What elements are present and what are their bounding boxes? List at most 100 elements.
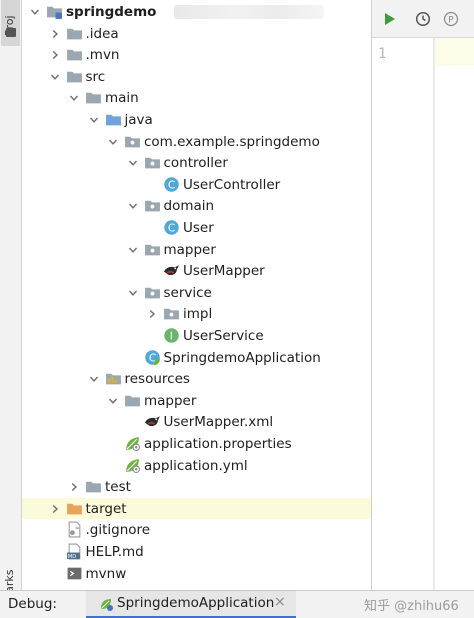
redacted-path [174, 5, 324, 19]
chevron-down-icon[interactable] [107, 136, 119, 148]
tree-item-label: mapper [163, 241, 216, 258]
tree-item-userservice[interactable]: I UserService [22, 325, 371, 347]
debug-session-tab[interactable]: SpringdemoApplication × [86, 591, 296, 618]
gitignore-file-icon [66, 521, 83, 538]
editor-toolbar: P [372, 0, 474, 38]
chevron-down-icon[interactable] [127, 287, 139, 299]
package-icon [144, 284, 161, 301]
tree-item-label: .mvn [85, 47, 120, 64]
chevron-right-icon[interactable] [49, 28, 61, 40]
tree-item-label: main [105, 90, 139, 107]
chevron-down-icon[interactable] [88, 114, 100, 126]
excluded-folder-icon [66, 500, 83, 517]
folder-icon [66, 46, 83, 63]
tree-item-service[interactable]: service [22, 282, 371, 304]
gutter-separator [434, 38, 435, 590]
chevron-down-icon[interactable] [68, 92, 80, 104]
tree-item-user[interactable]: C User [22, 217, 371, 239]
tree-item-idea[interactable]: .idea [22, 23, 371, 45]
tree-item-target[interactable]: target [22, 497, 371, 520]
source-folder-icon [105, 111, 122, 128]
tree-item-label: controller [163, 155, 228, 172]
tree-item-label: domain [163, 198, 215, 215]
mybatis-bird-icon [163, 262, 180, 279]
chevron-right-icon[interactable] [68, 481, 80, 493]
tree-item-java[interactable]: java [22, 109, 371, 131]
tree-item-label: target [85, 500, 127, 517]
chevron-down-icon[interactable] [127, 157, 139, 169]
svg-text:I: I [170, 330, 173, 343]
tree-item-main[interactable]: main [22, 87, 371, 109]
tree-item-domain[interactable]: domain [22, 195, 371, 217]
tree-item-com-example-springdemo[interactable]: com.example.springdemo [22, 131, 371, 153]
spring-boot-run-icon [98, 596, 114, 612]
project-tree: springdemo .idea .mvn src main java com.exampl… [22, 0, 371, 590]
tree-item-application-yml[interactable]: application.yml [22, 455, 371, 477]
tree-item-help-md[interactable]: MD HELP.md [22, 541, 371, 563]
tree-item-label: com.example.springdemo [144, 133, 320, 150]
tree-item-controller[interactable]: controller [22, 152, 371, 174]
tree-item-label: resources [124, 371, 190, 388]
tree-item-resources[interactable]: resources [22, 368, 371, 390]
chevron-right-icon[interactable] [49, 49, 61, 61]
panel-divider[interactable] [371, 0, 372, 590]
tree-item-label: User [183, 220, 214, 236]
tree-item-label: mvnw [85, 565, 127, 582]
tree-item-mapper[interactable]: mapper [22, 390, 371, 412]
tree-item-label: java [124, 112, 153, 128]
history-clock-icon[interactable] [414, 10, 432, 28]
spring-boot-class-icon: C [144, 349, 161, 366]
spring-leaf-icon [124, 435, 141, 452]
tree-item-mapper[interactable]: mapper [22, 239, 371, 261]
chevron-down-icon[interactable] [49, 71, 61, 83]
chevron-down-icon[interactable] [29, 6, 41, 18]
package-icon [144, 241, 161, 258]
tree-item-label: SpringdemoApplication [163, 349, 321, 366]
package-icon [124, 133, 141, 150]
folder-icon [85, 89, 102, 106]
preview-p-icon[interactable]: P [442, 10, 460, 28]
tree-item-label: UserController [183, 176, 281, 193]
debug-toolbar: Debug: SpringdemoApplication × 知乎 @zhihu… [0, 590, 474, 618]
tree-item-usermapper-xml[interactable]: UserMapper.xml [22, 411, 371, 433]
class-icon: C [163, 176, 180, 193]
project-tool-tab[interactable]: Proj [1, 0, 20, 46]
svg-text:C: C [168, 222, 175, 235]
tree-item-gitignore[interactable]: .gitignore [22, 519, 371, 541]
tree-item-springdemo[interactable]: springdemo [22, 1, 371, 23]
tree-item-usermapper[interactable]: UserMapper [22, 260, 371, 282]
chevron-down-icon[interactable] [88, 373, 100, 385]
tree-item-label: HELP.md [85, 544, 144, 560]
chevron-down-icon[interactable] [127, 244, 139, 256]
tree-item-mvn[interactable]: .mvn [22, 44, 371, 66]
run-icon[interactable] [380, 10, 398, 28]
tree-item-label: UserMapper.xml [163, 414, 274, 431]
package-icon [144, 197, 161, 214]
line-number: 1 [378, 46, 387, 62]
svg-text:C: C [168, 178, 175, 191]
tree-item-mvnw[interactable]: mvnw [22, 563, 371, 585]
svg-text:MD: MD [67, 554, 76, 560]
tree-item-label: springdemo [66, 4, 157, 20]
tree-item-usercontroller[interactable]: C UserController [22, 174, 371, 196]
project-tab-icon [6, 28, 16, 37]
package-icon [144, 154, 161, 171]
chevron-down-icon[interactable] [127, 200, 139, 212]
tree-item-label: UserService [183, 328, 264, 344]
tree-item-label: test [105, 479, 131, 496]
markdown-file-icon: MD [66, 543, 83, 560]
chevron-right-icon[interactable] [146, 308, 158, 320]
chevron-right-icon[interactable] [49, 503, 61, 515]
class-icon: C [163, 219, 180, 236]
tree-item-label: .idea [85, 25, 119, 42]
module-folder-icon [46, 3, 63, 20]
close-icon[interactable]: × [274, 594, 286, 610]
chevron-down-icon[interactable] [107, 395, 119, 407]
tree-item-impl[interactable]: impl [22, 303, 371, 325]
tree-item-test[interactable]: test [22, 476, 371, 498]
tree-item-label: src [85, 68, 106, 85]
tree-item-label: service [163, 284, 212, 301]
tree-item-application-properties[interactable]: application.properties [22, 433, 371, 455]
tree-item-src[interactable]: src [22, 66, 371, 88]
